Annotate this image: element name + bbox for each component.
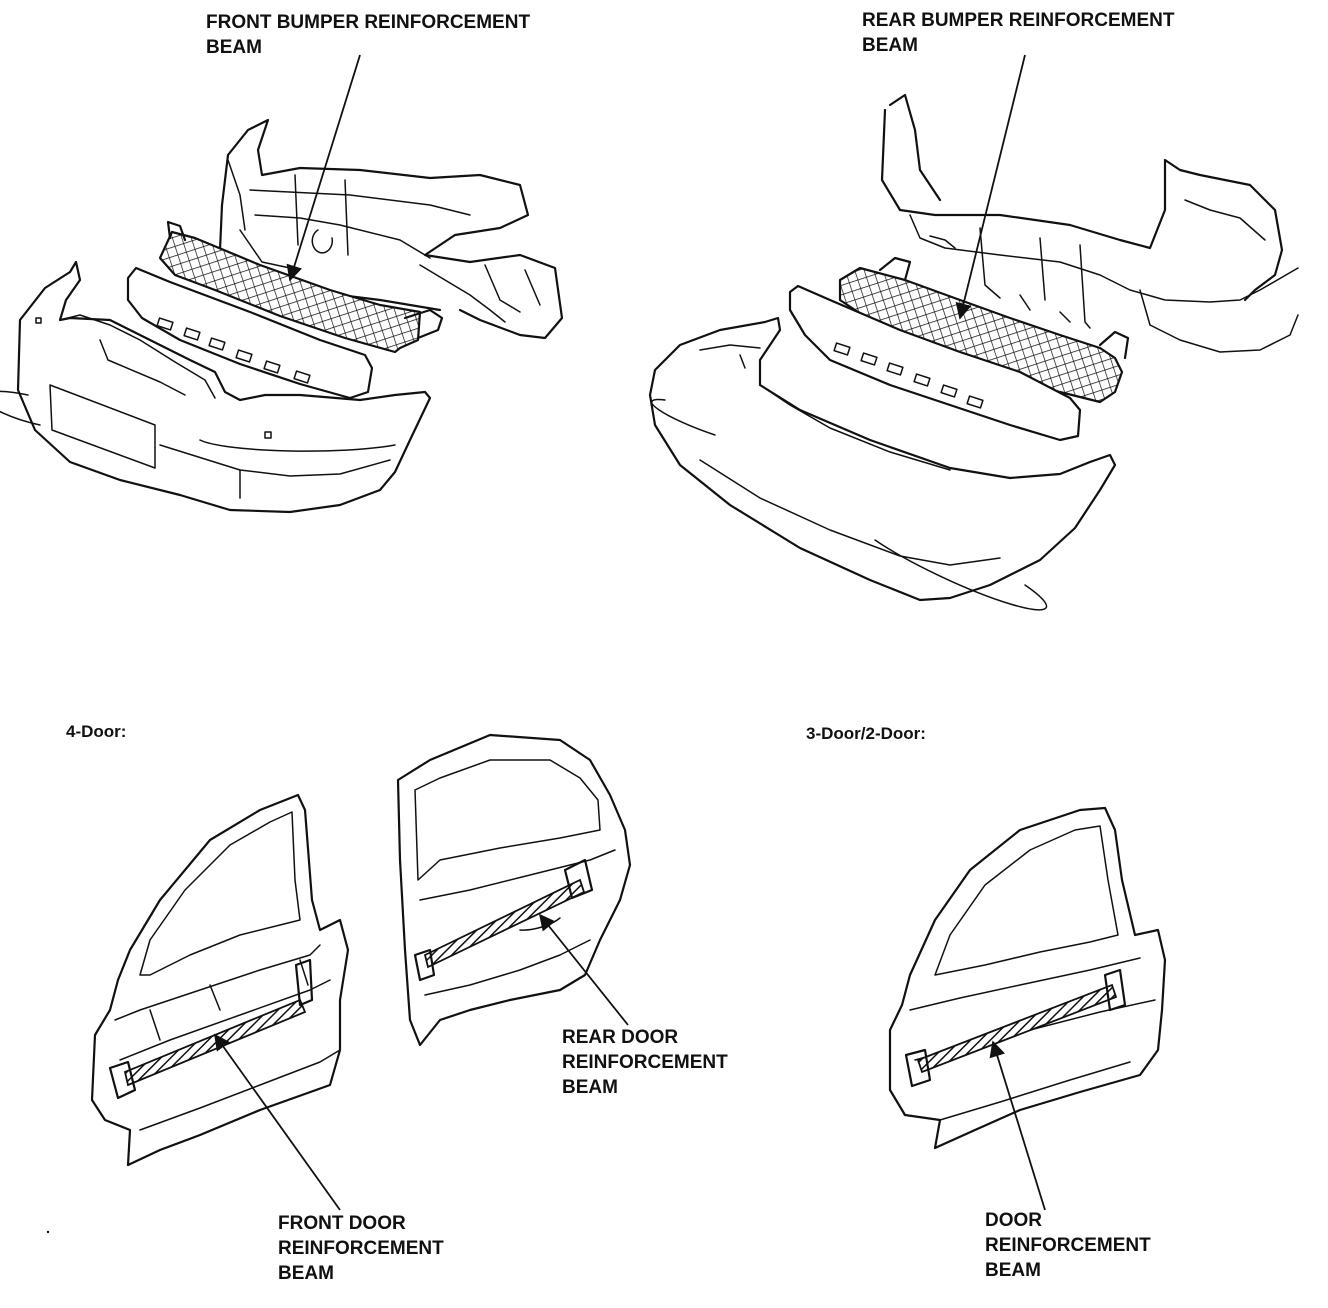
label-line: BEAM — [278, 1263, 334, 1284]
front-door-4door — [90, 793, 350, 1167]
rear-bumper-assembly — [648, 93, 1299, 611]
front-energy-absorber — [126, 266, 374, 400]
rear-bumper-cover — [648, 316, 1117, 611]
front-bumper-reinforcement-beam — [158, 220, 444, 354]
label-line: BEAM — [562, 1077, 618, 1098]
label-line: DOOR — [985, 1210, 1042, 1231]
label-line: REAR BUMPER REINFORCEMENT — [862, 10, 1175, 31]
leader-lines — [214, 54, 1046, 1211]
door-leader — [989, 1040, 1046, 1211]
label-line: REINFORCEMENT — [278, 1238, 444, 1259]
rear-bumper-leader — [955, 54, 1026, 320]
front-bumper-reinforcement-beam-label: FRONT BUMPER REINFORCEMENT BEAM — [206, 10, 530, 60]
rear-body-structure — [880, 93, 1299, 353]
door-3door-2door — [888, 806, 1167, 1150]
rear-door-4door — [396, 733, 632, 1047]
front-bumper-assembly — [0, 118, 564, 514]
label-line: REAR DOOR — [562, 1027, 679, 1048]
door-reinforcement-beam-label: DOOR REINFORCEMENT BEAM — [985, 1208, 1151, 1283]
rear-door-reinforcement-beam-label: REAR DOOR REINFORCEMENT BEAM — [562, 1025, 728, 1100]
label-line: FRONT BUMPER REINFORCEMENT — [206, 12, 531, 33]
label-line: BEAM — [985, 1260, 1041, 1281]
rear-door-leader — [538, 913, 629, 1026]
label-line: BEAM — [862, 35, 918, 56]
label-line: FRONT DOOR — [278, 1213, 406, 1234]
stray-dot — [46, 1230, 50, 1234]
four-door-section-label: 4-Door: — [66, 722, 127, 741]
rear-energy-absorber — [788, 284, 1082, 442]
label-line: REINFORCEMENT — [562, 1052, 728, 1073]
front-door-reinforcement-beam-label: FRONT DOOR REINFORCEMENT BEAM — [278, 1211, 444, 1286]
front-bumper-cover — [0, 260, 432, 514]
label-line: BEAM — [206, 37, 262, 58]
three-two-door-section-label: 3-Door/2-Door: — [806, 724, 926, 743]
front-door-leader — [214, 1033, 341, 1211]
front-bumper-leader — [286, 54, 361, 282]
rear-bumper-reinforcement-beam-label: REAR BUMPER REINFORCEMENT BEAM — [862, 8, 1174, 58]
label-line: REINFORCEMENT — [985, 1235, 1151, 1256]
